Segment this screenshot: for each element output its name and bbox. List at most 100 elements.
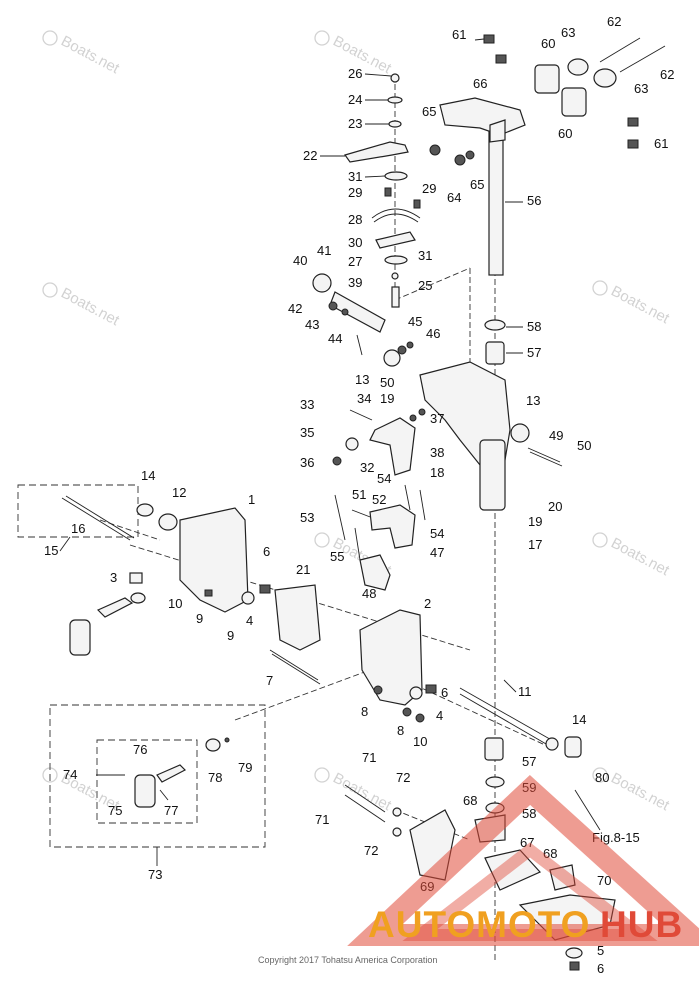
svg-text:21: 21 <box>296 562 310 577</box>
svg-text:71: 71 <box>362 750 376 765</box>
svg-text:60: 60 <box>541 36 555 51</box>
svg-text:27: 27 <box>348 254 362 269</box>
svg-text:80: 80 <box>595 770 609 785</box>
svg-text:Boats.net: Boats.net <box>58 33 123 78</box>
svg-text:39: 39 <box>348 275 362 290</box>
svg-text:20: 20 <box>548 499 562 514</box>
svg-text:Boats.net: Boats.net <box>608 770 673 815</box>
svg-text:2: 2 <box>424 596 431 611</box>
svg-text:16: 16 <box>71 521 85 536</box>
svg-text:48: 48 <box>362 586 376 601</box>
svg-text:6: 6 <box>263 544 270 559</box>
upper-parts <box>344 73 421 308</box>
svg-text:33: 33 <box>300 397 314 412</box>
svg-text:40: 40 <box>293 253 307 268</box>
svg-text:26: 26 <box>348 66 362 81</box>
svg-text:4: 4 <box>436 708 443 723</box>
svg-text:22: 22 <box>303 148 317 163</box>
svg-text:62: 62 <box>660 67 674 82</box>
svg-text:HUB: HUB <box>600 904 683 945</box>
svg-text:Boats.net: Boats.net <box>608 535 673 580</box>
svg-text:64: 64 <box>447 190 461 205</box>
svg-text:13: 13 <box>526 393 540 408</box>
svg-text:76: 76 <box>133 742 147 757</box>
svg-text:30: 30 <box>348 235 362 250</box>
clamp-bracket-left <box>61 495 321 685</box>
svg-text:6: 6 <box>441 685 448 700</box>
svg-text:57: 57 <box>522 754 536 769</box>
watermarks: Boats.net Boats.net Boats.net Boats.net … <box>42 30 673 815</box>
svg-text:6: 6 <box>597 961 604 976</box>
svg-text:52: 52 <box>372 492 386 507</box>
svg-text:51: 51 <box>352 487 366 502</box>
svg-text:72: 72 <box>364 843 378 858</box>
svg-text:55: 55 <box>330 549 344 564</box>
svg-text:53: 53 <box>300 510 314 525</box>
svg-text:45: 45 <box>408 314 422 329</box>
svg-text:31: 31 <box>418 248 432 263</box>
svg-text:58: 58 <box>527 319 541 334</box>
svg-text:Boats.net: Boats.net <box>58 285 123 330</box>
svg-text:14: 14 <box>141 468 155 483</box>
svg-text:25: 25 <box>418 278 432 293</box>
svg-text:63: 63 <box>634 81 648 96</box>
svg-text:Boats.net: Boats.net <box>330 770 395 815</box>
svg-text:50: 50 <box>380 375 394 390</box>
svg-text:24: 24 <box>348 92 362 107</box>
svg-text:79: 79 <box>238 760 252 775</box>
svg-text:8: 8 <box>361 704 368 719</box>
figure-label: Fig.8-15 <box>592 830 640 845</box>
svg-text:50: 50 <box>577 438 591 453</box>
svg-text:56: 56 <box>527 193 541 208</box>
swivel-bracket <box>312 273 563 591</box>
svg-text:36: 36 <box>300 455 314 470</box>
svg-text:60: 60 <box>558 126 572 141</box>
svg-text:12: 12 <box>172 485 186 500</box>
svg-text:58: 58 <box>522 806 536 821</box>
svg-text:42: 42 <box>288 301 302 316</box>
svg-text:Boats.net: Boats.net <box>608 283 673 328</box>
svg-text:7: 7 <box>266 673 273 688</box>
svg-text:35: 35 <box>300 425 314 440</box>
svg-text:9: 9 <box>196 611 203 626</box>
svg-text:68: 68 <box>543 846 557 861</box>
svg-text:61: 61 <box>452 27 466 42</box>
svg-text:10: 10 <box>413 734 427 749</box>
svg-text:70: 70 <box>597 873 611 888</box>
svg-text:32: 32 <box>360 460 374 475</box>
svg-text:1: 1 <box>248 492 255 507</box>
svg-text:23: 23 <box>348 116 362 131</box>
svg-text:78: 78 <box>208 770 222 785</box>
svg-text:43: 43 <box>305 317 319 332</box>
leader-lines <box>59 38 523 866</box>
svg-text:54: 54 <box>430 526 444 541</box>
svg-text:11: 11 <box>518 684 532 699</box>
svg-text:38: 38 <box>430 445 444 460</box>
svg-text:71: 71 <box>315 812 329 827</box>
svg-text:68: 68 <box>463 793 477 808</box>
svg-text:29: 29 <box>422 181 436 196</box>
svg-text:4: 4 <box>246 613 253 628</box>
svg-text:63: 63 <box>561 25 575 40</box>
svg-text:9: 9 <box>227 628 234 643</box>
svg-text:77: 77 <box>164 803 178 818</box>
automotohub-logo: AUTOMOTO HUB <box>347 775 699 946</box>
svg-text:17: 17 <box>528 537 542 552</box>
group-box-73 <box>49 704 266 848</box>
svg-text:3: 3 <box>110 570 117 585</box>
svg-text:41: 41 <box>317 243 331 258</box>
copyright-text: Copyright 2017 Tohatsu America Corporati… <box>258 955 437 965</box>
svg-text:34: 34 <box>357 391 371 406</box>
svg-text:66: 66 <box>473 76 487 91</box>
svg-text:8: 8 <box>397 723 404 738</box>
svg-text:49: 49 <box>549 428 563 443</box>
svg-text:13: 13 <box>355 372 369 387</box>
svg-text:61: 61 <box>654 136 668 151</box>
callout-labels: 26 24 23 22 31 29 29 28 30 27 31 25 41 4… <box>44 14 674 976</box>
svg-text:65: 65 <box>470 177 484 192</box>
svg-text:72: 72 <box>396 770 410 785</box>
svg-text:62: 62 <box>607 14 621 29</box>
svg-text:75: 75 <box>108 803 122 818</box>
svg-text:19: 19 <box>528 514 542 529</box>
